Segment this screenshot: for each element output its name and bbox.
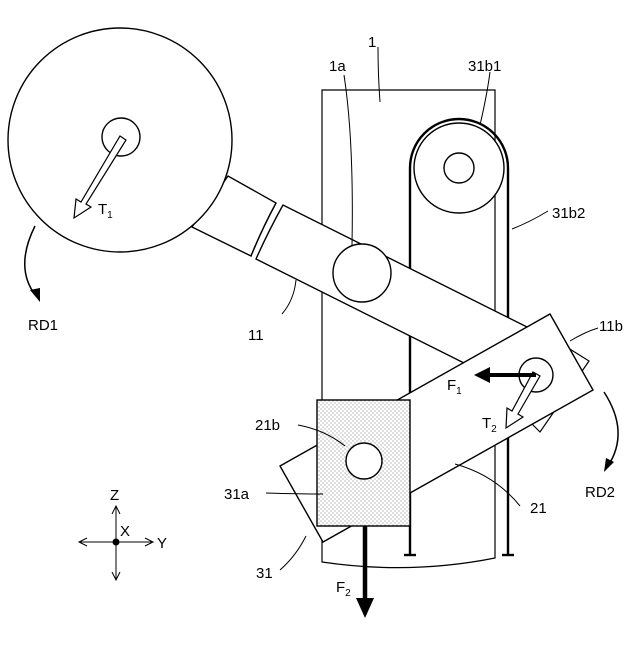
label-force-f2: F2 <box>336 579 351 599</box>
label-base: 1 <box>368 34 376 51</box>
label-rd2: RD2 <box>585 484 615 501</box>
rotation-arrow-rd1 <box>25 226 40 302</box>
label-base-hole: 1a <box>329 58 346 75</box>
label-link: 21 <box>530 500 547 517</box>
pulley-hub <box>444 153 474 183</box>
label-link-pin: 21b <box>255 417 280 434</box>
axis-label-y: Y <box>157 535 167 552</box>
axis-label-x: X <box>120 523 130 540</box>
label-arm: 11 <box>248 327 264 344</box>
axis-label-z: Z <box>110 487 119 504</box>
leader-31 <box>280 536 306 570</box>
rotation-arrow-rd2 <box>604 392 618 472</box>
base-hole <box>333 244 391 302</box>
label-belt: 31b2 <box>552 205 585 222</box>
leader-11 <box>282 280 296 314</box>
label-pulley: 31b1 <box>468 58 501 75</box>
coordinate-axes <box>79 506 153 580</box>
label-arm-end: 11b <box>599 318 623 335</box>
leader-11b <box>570 328 598 341</box>
leader-31b2 <box>512 211 548 229</box>
label-rd1: RD1 <box>28 317 58 334</box>
label-slider-assembly: 31 <box>256 565 273 582</box>
link-pin <box>346 443 382 479</box>
label-slider-block: 31a <box>224 486 250 503</box>
